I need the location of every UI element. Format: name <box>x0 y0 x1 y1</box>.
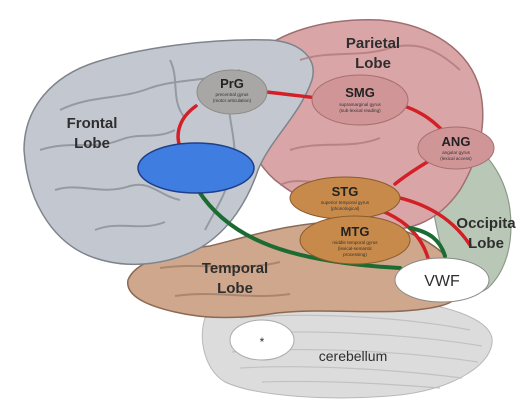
vwf-node: VWF <box>394 257 490 303</box>
prg-node: PrG precentral gyrus (motor articulation… <box>196 69 268 115</box>
prg-label: PrG <box>220 76 244 91</box>
stg-label: STG <box>332 184 359 199</box>
mtg-label: MTG <box>341 224 370 239</box>
smg-sub-2: (sub-lexical reading) <box>339 108 381 113</box>
svg-text:Lobe: Lobe <box>74 135 110 152</box>
stg-sub-2: (phonological) <box>331 206 360 211</box>
svg-text:Parietal: Parietal <box>346 35 400 52</box>
parietal-lobe-label: Parietal Lobe <box>346 35 400 72</box>
vwf-label: VWF <box>424 273 460 290</box>
cerebellum-label: cerebellum <box>319 348 387 364</box>
mtg-node: MTG middle temporal gyrus (lexical-seman… <box>299 215 411 265</box>
ang-sub-2: (lexical access) <box>440 156 472 161</box>
mtg-sub-1: middle temporal gyrus <box>332 240 378 245</box>
smg-label: SMG <box>345 85 375 100</box>
smg-sub-1: supramarginal gyrus <box>339 102 381 107</box>
frontal-lobe-label: Frontal Lobe <box>67 115 118 152</box>
svg-text:Lobe: Lobe <box>468 235 504 252</box>
cerebellum-marker-node: * <box>229 319 295 361</box>
svg-text:Frontal: Frontal <box>67 115 118 132</box>
occipital-lobe-label: Occipita Lobe <box>456 215 516 252</box>
mtg-sub-2: (lexical-semantic <box>338 246 373 251</box>
temporal-lobe-label: Temporal Lobe <box>202 260 268 297</box>
svg-text:Occipita: Occipita <box>456 215 516 232</box>
stg-node: STG superior temporal gyrus (phonologica… <box>289 176 401 220</box>
stg-sub-1: superior temporal gyrus <box>321 200 370 205</box>
svg-text:Lobe: Lobe <box>217 280 253 297</box>
ang-label: ANG <box>442 134 471 149</box>
prg-sub-1: precentral gyrus <box>216 92 250 97</box>
ang-node: ANG angular gyrus (lexical access) <box>417 126 495 170</box>
temporal-sulci <box>159 261 291 297</box>
smg-node: SMG supramarginal gyrus (sub-lexical rea… <box>311 74 409 126</box>
svg-text:Lobe: Lobe <box>355 55 391 72</box>
green-ventral-pathway <box>196 188 447 270</box>
mtg-sub-3: processing) <box>343 252 367 257</box>
ang-sub-1: angular gyrus <box>442 150 471 155</box>
cerebellum-marker: * <box>260 335 265 349</box>
prg-sub-2: (motor articulation) <box>213 98 252 103</box>
blue-frontal-region <box>137 142 255 194</box>
svg-text:Temporal: Temporal <box>202 260 268 277</box>
